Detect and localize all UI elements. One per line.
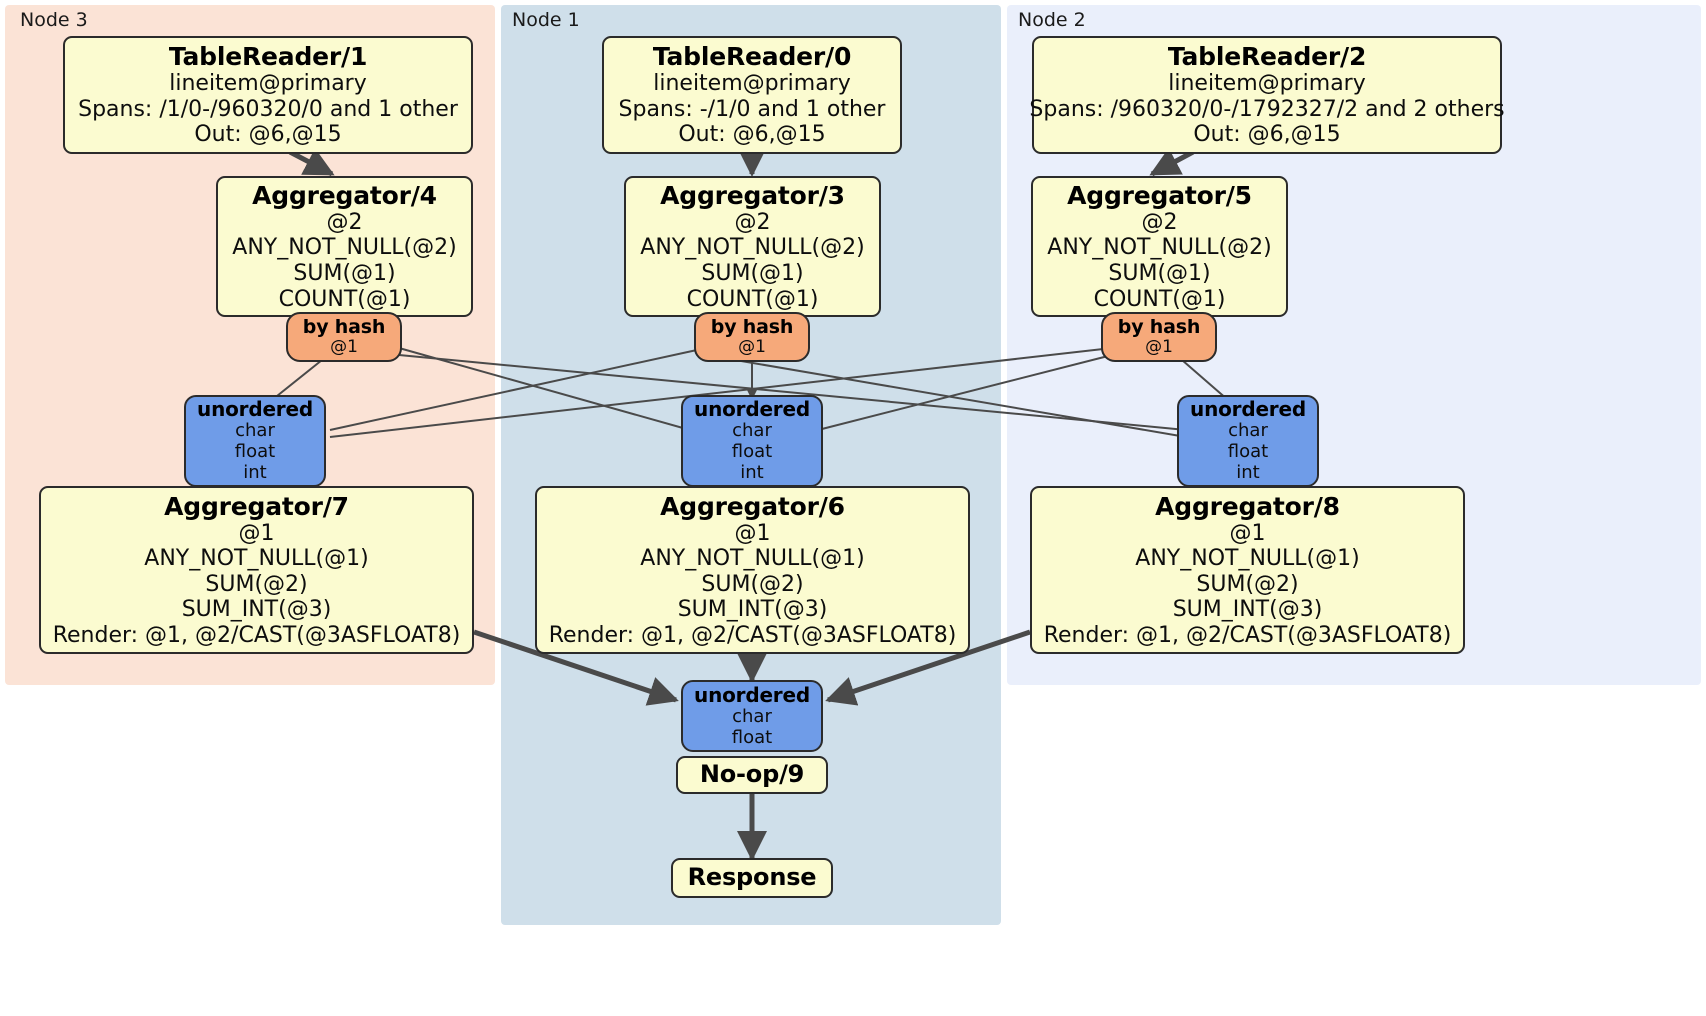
node-response[interactable]: Response (671, 858, 833, 898)
node-line: @1 (1229, 520, 1266, 546)
node-title: Aggregator/4 (252, 180, 437, 210)
node-line: Render: @1, @2/CAST(@3ASFLOAT8) (52, 622, 461, 648)
node-line: Spans: /960320/0-/1792327/2 and 2 others (1029, 96, 1505, 122)
node-line: SUM(@1) (293, 261, 396, 286)
node-line: int (1236, 462, 1260, 484)
node-line: COUNT(@1) (686, 286, 819, 312)
node-aggregator-5[interactable]: Aggregator/5 @2 ANY_NOT_NULL(@2) SUM(@1)… (1031, 176, 1288, 317)
node-line: char (732, 420, 772, 442)
node-line: SUM(@1) (701, 261, 804, 286)
node-by-hash-left[interactable]: by hash @1 (286, 312, 402, 362)
node-aggregator-6[interactable]: Aggregator/6 @1 ANY_NOT_NULL(@1) SUM(@2)… (535, 486, 970, 654)
node-line: int (243, 462, 267, 484)
node-line: Render: @1, @2/CAST(@3ASFLOAT8) (548, 622, 957, 648)
node-title: TableReader/2 (1167, 42, 1367, 72)
node-title: Aggregator/8 (1155, 491, 1340, 521)
node-line: @2 (734, 209, 771, 235)
panel-node-3-label: Node 3 (20, 9, 88, 31)
node-line: char (732, 705, 772, 727)
node-aggregator-3[interactable]: Aggregator/3 @2 ANY_NOT_NULL(@2) SUM(@1)… (624, 176, 881, 317)
node-line: @1 (330, 337, 358, 358)
node-line: @1 (734, 520, 771, 546)
node-line: lineitem@primary (169, 71, 367, 97)
node-title: Aggregator/6 (660, 491, 845, 521)
node-line: char (1228, 420, 1268, 442)
panel-node-1-label: Node 1 (512, 9, 580, 31)
node-line: float (731, 441, 773, 463)
node-line: @2 (326, 209, 363, 235)
node-title: TableReader/1 (168, 42, 368, 72)
node-title: No-op/9 (699, 760, 805, 789)
node-line: ANY_NOT_NULL(@1) (640, 546, 865, 572)
node-unordered-right[interactable]: unordered char float int (1177, 395, 1319, 487)
node-by-hash-mid[interactable]: by hash @1 (694, 312, 810, 362)
node-line: Out: @6,@15 (1193, 122, 1341, 148)
node-line: ANY_NOT_NULL(@2) (640, 235, 865, 261)
node-noop-9[interactable]: No-op/9 (676, 756, 828, 794)
node-line: ANY_NOT_NULL(@1) (1135, 546, 1360, 572)
node-line: ANY_NOT_NULL(@1) (144, 546, 369, 572)
node-line: ANY_NOT_NULL(@2) (232, 235, 457, 261)
node-aggregator-8[interactable]: Aggregator/8 @1 ANY_NOT_NULL(@1) SUM(@2)… (1030, 486, 1465, 654)
node-line: @1 (238, 520, 275, 546)
node-tablereader-2[interactable]: TableReader/2 lineitem@primary Spans: /9… (1029, 36, 1505, 154)
node-line: float (731, 726, 773, 748)
node-line: float (1227, 441, 1269, 463)
node-unordered-final[interactable]: unordered char float (681, 680, 823, 752)
node-line: Out: @6,@15 (194, 122, 342, 148)
node-line: SUM_INT(@3) (1172, 597, 1323, 623)
node-line: SUM(@1) (1108, 261, 1211, 286)
node-title: unordered (1190, 397, 1306, 422)
node-unordered-left[interactable]: unordered char float int (184, 395, 326, 487)
node-by-hash-right[interactable]: by hash @1 (1101, 312, 1217, 362)
node-line: @1 (1145, 337, 1173, 358)
node-line: float (234, 441, 276, 463)
node-line: Render: @1, @2/CAST(@3ASFLOAT8) (1043, 622, 1452, 648)
node-line: SUM(@2) (205, 571, 308, 597)
node-title: Aggregator/3 (660, 180, 845, 210)
node-title: Aggregator/5 (1067, 180, 1252, 210)
node-title: unordered (694, 682, 810, 707)
node-line: @1 (738, 337, 766, 358)
node-aggregator-7[interactable]: Aggregator/7 @1 ANY_NOT_NULL(@1) SUM(@2)… (39, 486, 474, 654)
node-title: unordered (197, 397, 313, 422)
node-line: COUNT(@1) (278, 286, 411, 312)
node-line: lineitem@primary (1168, 71, 1366, 97)
node-line: SUM_INT(@3) (181, 597, 332, 623)
node-line: SUM(@2) (1196, 571, 1299, 597)
node-tablereader-1[interactable]: TableReader/1 lineitem@primary Spans: /1… (63, 36, 473, 154)
node-aggregator-4[interactable]: Aggregator/4 @2 ANY_NOT_NULL(@2) SUM(@1)… (216, 176, 473, 317)
node-line: SUM(@2) (701, 571, 804, 597)
node-line: ANY_NOT_NULL(@2) (1047, 235, 1272, 261)
node-line: Spans: -/1/0 and 1 other (618, 96, 886, 122)
node-line: char (235, 420, 275, 442)
node-line: Out: @6,@15 (678, 122, 826, 148)
node-line: SUM_INT(@3) (677, 597, 828, 623)
panel-node-2-label: Node 2 (1018, 9, 1086, 31)
node-title: by hash (710, 316, 794, 339)
node-title: Aggregator/7 (164, 491, 349, 521)
node-title: by hash (1117, 316, 1201, 339)
node-line: Spans: /1/0-/960320/0 and 1 other (78, 96, 458, 122)
node-tablereader-0[interactable]: TableReader/0 lineitem@primary Spans: -/… (602, 36, 902, 154)
node-title: by hash (302, 316, 386, 339)
node-line: COUNT(@1) (1093, 286, 1226, 312)
node-line: lineitem@primary (653, 71, 851, 97)
node-line: @2 (1141, 209, 1178, 235)
node-title: TableReader/0 (652, 42, 852, 72)
node-title: unordered (694, 397, 810, 422)
node-title: Response (687, 863, 817, 892)
node-unordered-mid[interactable]: unordered char float int (681, 395, 823, 487)
node-line: int (740, 462, 764, 484)
